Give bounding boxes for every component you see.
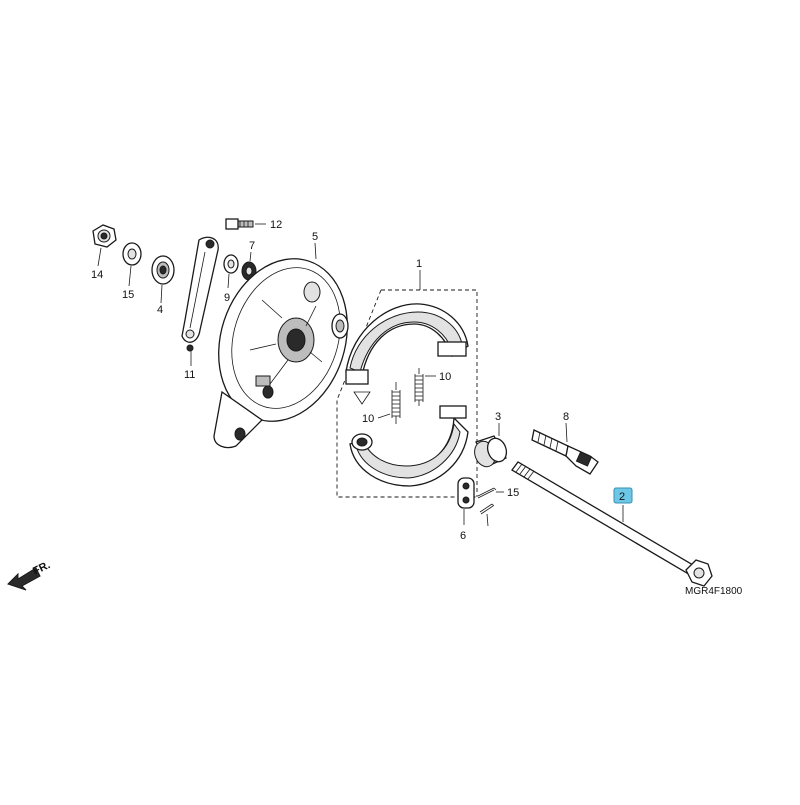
callout-5[interactable]: 5 [312,231,318,243]
callout-2-highlighted[interactable]: 2 [613,487,633,504]
part-11-brake-arm[interactable] [181,236,219,352]
callout-13[interactable]: 14 [91,269,103,281]
part-10-spring-lower[interactable] [391,382,401,424]
front-arrow-icon [7,567,41,591]
front-direction-indicator: FR. [7,559,52,591]
part-15-cotter-pin-lower[interactable] [479,503,495,515]
callout-10-lower[interactable]: 10 [362,413,374,425]
callout-2[interactable]: 2 [619,491,625,503]
part-13-nut[interactable] [92,224,117,248]
callout-11[interactable]: 11 [184,369,195,381]
callout-15-upper[interactable]: 15 [507,487,519,499]
callout-8[interactable]: 8 [563,411,569,423]
callout-12[interactable]: 12 [270,219,282,231]
callout-4[interactable]: 4 [157,304,163,316]
leader-13 [97,247,102,267]
part-4-bearing[interactable] [151,255,175,285]
callout-6[interactable]: 6 [460,530,466,542]
part-5-brake-panel[interactable] [198,242,367,449]
leader-7 [249,251,252,262]
part-15-cotter-pin-upper[interactable] [477,487,497,499]
part-9-washer[interactable] [223,254,239,274]
leader-15b [486,513,489,527]
callout-3[interactable]: 3 [495,411,501,423]
leader-8 [565,422,568,443]
leader-10b [377,413,391,419]
part-1-brake-shoe-upper[interactable] [345,303,469,405]
part-14-washer[interactable] [122,242,142,266]
leader-9 [227,273,230,289]
part-1-brake-shoe-lower[interactable] [349,405,469,487]
front-label: FR. [31,559,52,578]
callout-1[interactable]: 1 [416,258,422,270]
callout-14[interactable]: 15 [122,289,134,301]
callout-10-upper[interactable]: 10 [439,371,451,383]
part-12-bolt[interactable] [225,218,254,230]
part-6-plate[interactable] [457,477,475,509]
callout-7[interactable]: 7 [249,240,255,252]
callout-9[interactable]: 9 [224,292,230,304]
part-2-axle[interactable] [511,461,713,587]
leader-5 [314,242,317,260]
diagram-code: MGR4F1800 [685,586,743,597]
part-10-spring-upper[interactable] [414,368,424,406]
leader-4 [160,284,163,304]
part-3-collar[interactable] [471,435,509,470]
leader-14 [128,265,132,287]
part-8-cam[interactable] [531,429,599,475]
